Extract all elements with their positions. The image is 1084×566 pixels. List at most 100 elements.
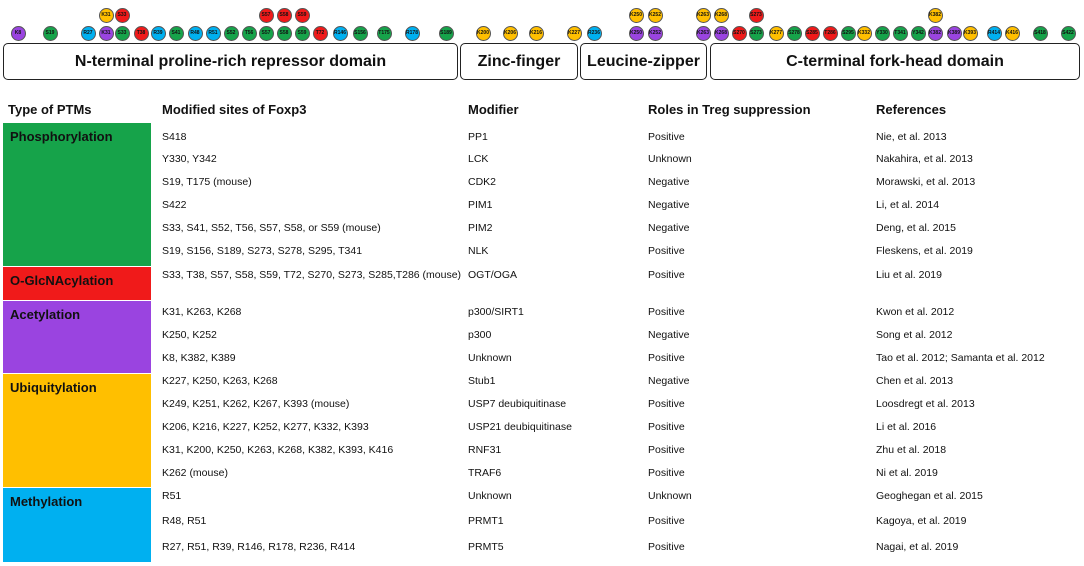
row-12-modifier: USP7 deubiquitinase [468, 398, 567, 410]
row-8-ref: Kwon et al. 2012 [876, 306, 955, 318]
site-marker-s273-oglcnacylation: S273 [748, 7, 764, 23]
row-13-role: Positive [648, 421, 685, 433]
site-marker-r414-methylation: R414 [986, 25, 1002, 41]
site-marker-s58-phosphorylation: S58 [276, 25, 292, 41]
row-6-ref: Fleskens, et al. 2019 [876, 245, 973, 257]
site-marker-k268-ubiquitylation: K268 [713, 7, 729, 23]
site-marker-s58-oglcnacylation: S58 [276, 7, 292, 23]
header-sites: Modified sites of Foxp3 [162, 102, 307, 117]
row-3-sites: S19, T175 (mouse) [162, 176, 252, 188]
row-11-sites: K227, K250, K263, K268 [162, 375, 278, 387]
row-7-sites: S33, T38, S57, S58, S59, T72, S270, S273… [162, 269, 462, 281]
row-12-ref: Loosdregt et al. 2013 [876, 398, 975, 410]
site-marker-k250-ubiquitylation: K250 [628, 7, 644, 23]
row-18-sites: R27, R51, R39, R146, R178, R236, R414 [162, 541, 356, 553]
site-marker-t341-phosphorylation: T341 [892, 25, 908, 41]
row-9-sites: K250, K252 [162, 329, 217, 341]
row-9-modifier: p300 [468, 329, 492, 341]
site-marker-k227-ubiquitylation: K227 [566, 25, 582, 41]
site-marker-t286-oglcnacylation: T286 [822, 25, 838, 41]
site-marker-t56-phosphorylation: T56 [241, 25, 257, 41]
row-4-modifier: PIM1 [468, 199, 493, 211]
site-marker-s189-phosphorylation: S189 [438, 25, 454, 41]
site-marker-k252-ubiquitylation: K252 [647, 7, 663, 23]
row-15-role: Positive [648, 467, 685, 479]
ptm-type-label: Acetylation [10, 307, 81, 322]
site-marker-s295-phosphorylation: S295 [840, 25, 856, 41]
row-16-role: Unknown [648, 490, 692, 502]
row-17-ref: Kagoya, et al. 2019 [876, 515, 967, 527]
row-18-modifier: PRMT5 [468, 541, 504, 553]
site-marker-s59-phosphorylation: S59 [294, 25, 310, 41]
ptm-type-acetylation: Acetylation [3, 301, 151, 373]
row-8-sites: K31, K263, K268 [162, 306, 242, 318]
site-marker-s156-phosphorylation: S156 [352, 25, 368, 41]
site-marker-k277-ubiquitylation: K277 [768, 25, 784, 41]
site-marker-s57-oglcnacylation: S57 [258, 7, 274, 23]
site-marker-s19-phosphorylation: S19 [42, 25, 58, 41]
row-15-modifier: TRAF6 [468, 467, 502, 479]
site-marker-r178-methylation: R178 [404, 25, 420, 41]
site-marker-k416-ubiquitylation: K416 [1004, 25, 1020, 41]
site-marker-k31-ubiquitylation: K31 [98, 7, 114, 23]
site-marker-k382-acetylation: K382 [927, 25, 943, 41]
row-16-modifier: Unknown [468, 490, 512, 502]
row-10-role: Positive [648, 352, 685, 364]
site-marker-k200-ubiquitylation: K200 [475, 25, 491, 41]
row-12-sites: K249, K251, K262, K267, K393 (mouse) [162, 398, 350, 410]
site-marker-k252-acetylation: K252 [647, 25, 663, 41]
row-4-role: Negative [648, 199, 690, 211]
row-14-role: Positive [648, 444, 685, 456]
row-17-role: Positive [648, 515, 685, 527]
site-marker-y330-phosphorylation: Y330 [874, 25, 890, 41]
site-marker-s285-oglcnacylation: S285 [804, 25, 820, 41]
site-marker-k389-acetylation: K389 [946, 25, 962, 41]
row-9-ref: Song et al. 2012 [876, 329, 953, 341]
site-marker-s418-phosphorylation: S418 [1032, 25, 1048, 41]
site-marker-k263-acetylation: K263 [695, 25, 711, 41]
row-15-sites: K262 (mouse) [162, 467, 228, 479]
site-marker-s59-oglcnacylation: S59 [294, 7, 310, 23]
row-1-role: Positive [648, 131, 685, 143]
row-4-sites: S422 [162, 199, 187, 211]
row-6-sites: S19, S156, S189, S273, S278, S295, T341 [162, 245, 363, 257]
row-1-ref: Nie, et al. 2013 [876, 131, 947, 143]
site-marker-r146-methylation: R146 [332, 25, 348, 41]
zinc-finger-domain: Zinc-finger [460, 43, 578, 80]
site-marker-r48-methylation: R48 [187, 25, 203, 41]
site-marker-t38-oglcnacylation: T38 [133, 25, 149, 41]
row-5-ref: Deng, et al. 2015 [876, 222, 956, 234]
row-12-role: Positive [648, 398, 685, 410]
ptm-type-label: Ubiquitylation [10, 380, 97, 395]
row-2-ref: Nakahira, et al. 2013 [876, 153, 973, 165]
row-3-role: Negative [648, 176, 690, 188]
row-5-modifier: PIM2 [468, 222, 493, 234]
ptm-type-methylation: Methylation [3, 488, 151, 562]
row-14-modifier: RNF31 [468, 444, 502, 456]
row-8-modifier: p300/SIRT1 [468, 306, 524, 318]
row-11-ref: Chen et al. 2013 [876, 375, 954, 387]
site-marker-k268-acetylation: K268 [713, 25, 729, 41]
row-7-role: Positive [648, 269, 685, 281]
row-16-ref: Geoghegan et al. 2015 [876, 490, 983, 502]
ptm-type-ubiquitylation: Ubiquitylation [3, 374, 151, 487]
row-11-modifier: Stub1 [468, 375, 496, 387]
site-marker-s273-phosphorylation: S273 [748, 25, 764, 41]
row-3-ref: Morawski, et al. 2013 [876, 176, 976, 188]
row-10-modifier: Unknown [468, 352, 512, 364]
site-marker-r236-methylation: R236 [586, 25, 602, 41]
row-7-ref: Liu et al. 2019 [876, 269, 942, 281]
header-references: References [876, 102, 947, 117]
row-9-role: Negative [648, 329, 690, 341]
site-marker-s52-phosphorylation: S52 [223, 25, 239, 41]
row-5-sites: S33, S41, S52, T56, S57, S58, or S59 (mo… [162, 222, 381, 234]
row-10-ref: Tao et al. 2012; Samanta et al. 2012 [876, 352, 1045, 364]
site-marker-t175-phosphorylation: T175 [376, 25, 392, 41]
row-8-role: Positive [648, 306, 685, 318]
row-6-role: Positive [648, 245, 685, 257]
row-2-sites: Y330, Y342 [162, 153, 217, 165]
site-marker-s422-phosphorylation: S422 [1060, 25, 1076, 41]
site-marker-s33-phosphorylation: S33 [114, 25, 130, 41]
site-marker-k382-ubiquitylation: K382 [927, 7, 943, 23]
row-17-sites: R48, R51 [162, 515, 207, 527]
